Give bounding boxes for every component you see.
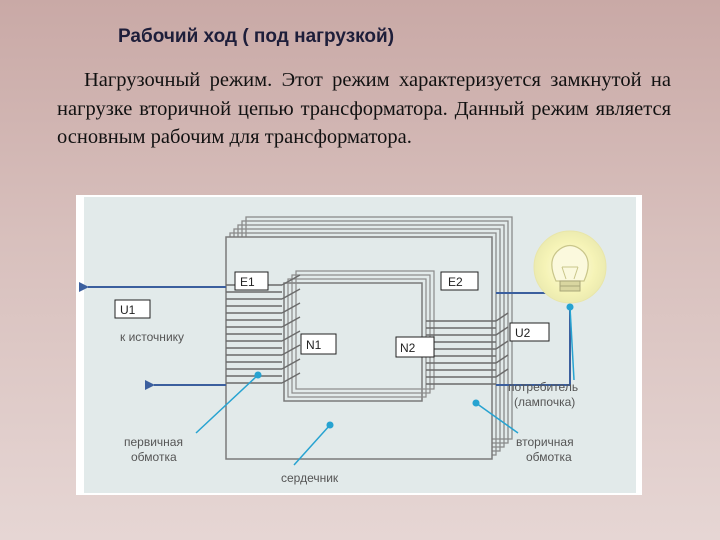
light-bulb-icon [533, 230, 607, 304]
primary-wires [79, 282, 226, 390]
core-label: сердечник [281, 471, 339, 485]
slide-body-text: Нагрузочный режим. Этот режим характериз… [57, 69, 671, 148]
u2-label: U2 [515, 326, 531, 340]
e2-label: E2 [448, 275, 463, 289]
source-label: к источнику [120, 330, 184, 344]
secondary-winding-label-line1: вторичная [516, 435, 574, 449]
primary-winding [226, 274, 301, 384]
secondary-winding [426, 312, 509, 385]
primary-winding-label-line2: обмотка [131, 450, 177, 464]
consumer-label-line1: потребитель [508, 380, 578, 394]
e1-label: E1 [240, 275, 255, 289]
consumer-label-line2: (лампочка) [514, 395, 575, 409]
transformer-diagram: E1 E2 U1 U2 N1 N2 к источнику потребител… [76, 195, 642, 495]
secondary-winding-label-line2: обмотка [526, 450, 572, 464]
transformer-diagram-svg: E1 E2 U1 U2 N1 N2 к источнику потребител… [79, 197, 636, 493]
core-laminations [225, 216, 513, 460]
n1-label: N1 [306, 338, 322, 352]
primary-winding-label-line1: первичная [124, 435, 183, 449]
slide-title: Рабочий ход ( под нагрузкой) [118, 26, 395, 47]
pointer-lines [195, 303, 575, 466]
label-boxes [114, 271, 550, 358]
u1-label: U1 [120, 303, 136, 317]
n2-label: N2 [400, 341, 416, 355]
